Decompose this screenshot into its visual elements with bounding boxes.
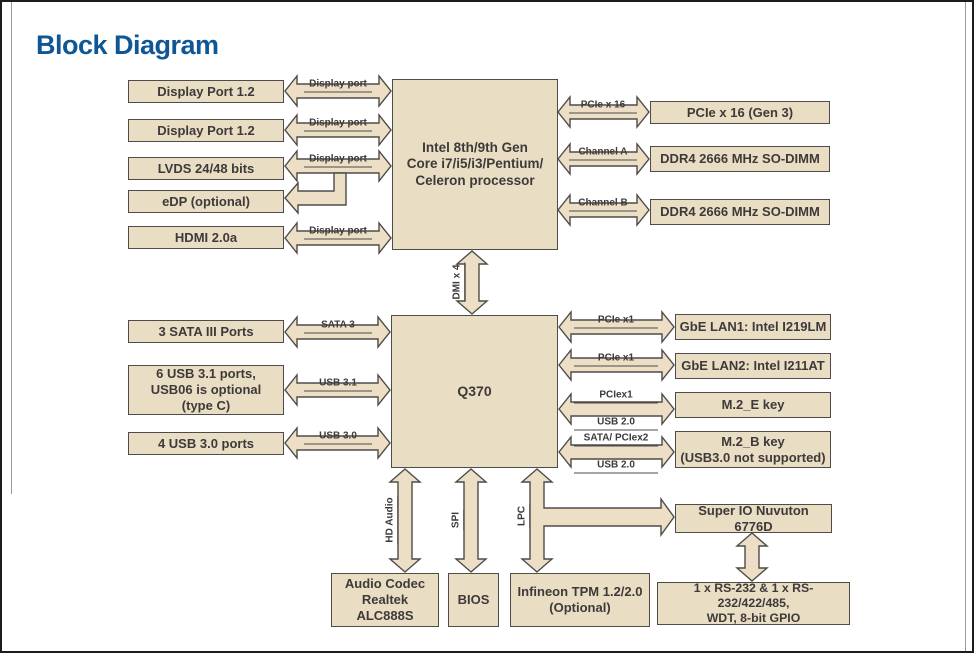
arrow-display-port-2 [284,113,392,147]
block-dimm-b: DDR4 2666 MHz SO-DIMM [650,199,830,225]
block-m2b-key: M.2_B key (USB3.0 not supported) [675,431,831,468]
bus-label-lpc: LPC [516,504,530,528]
arrow-edp-branch [284,172,347,215]
block-sata-ports: 3 SATA III Ports [128,320,284,343]
arrow-spi [454,468,488,573]
bus-label-display-port-4: Display port [304,226,372,239]
block-lvds: LVDS 24/48 bits [128,157,284,180]
block-usb31-ports: 6 USB 3.1 ports, USB06 is optional (type… [128,365,284,415]
arrow-superio-serial [735,532,769,582]
block-serial-io: 1 x RS-232 & 1 x RS-232/422/485, WDT, 8-… [657,581,850,625]
bus-label-display-port-2: Display port [304,118,372,131]
bus-label-pcie-x1-lan2: PCIe x1 [574,353,658,366]
arrow-m2b [558,435,675,469]
block-usb30-ports: 4 USB 3.0 ports [128,432,284,455]
arrow-lpc [520,468,675,573]
bus-label-dmi-x4: DMI x 4 [451,262,465,302]
block-dimm-a: DDR4 2666 MHz SO-DIMM [650,146,830,172]
bus-label-display-port-1: Display port [304,79,372,92]
block-bios: BIOS [448,573,499,627]
bus-label-usb31: USB 3.1 [304,378,372,391]
bus-label-usb30: USB 3.0 [304,431,372,444]
block-audio-codec: Audio Codec Realtek ALC888S [331,573,439,627]
block-display-port-1: Display Port 1.2 [128,80,284,103]
bus-label-hd-audio: HD Audio [384,495,398,545]
arrow-hd-audio [388,468,422,573]
arrow-pcie-x16 [557,95,650,129]
block-hdmi: HDMI 2.0a [128,226,284,249]
arrow-channel-b [557,193,650,227]
block-super-io: Super IO Nuvuton 6776D [675,503,832,534]
bus-label-spi: SPI [450,509,464,531]
block-lan1: GbE LAN1: Intel I219LM [675,314,831,340]
arrow-pcie-x1-lan2 [558,348,675,382]
bus-label-m2e-pciex1: PCIex1 [574,390,658,403]
page-border-line-left [11,2,12,494]
arrow-dmi [455,250,489,315]
arrow-display-port-hdmi [284,221,392,255]
bus-label-sata3: SATA 3 [304,320,372,333]
bus-label-m2e-usb20: USB 2.0 [574,417,658,430]
bus-label-channel-a: Channel A [569,147,637,160]
page-title: Block Diagram [36,30,219,60]
block-tpm: Infineon TPM 1.2/2.0 (Optional) [510,573,650,627]
block-edp: eDP (optional) [128,190,284,213]
bus-label-m2b-sata-pciex2: SATA/ PCIex2 [574,433,658,446]
bus-label-pcie-x16: PCIe x 16 [569,100,637,113]
block-pch: Q370 [391,315,558,468]
block-lan2: GbE LAN2: Intel I211AT [675,353,831,379]
arrow-sata3 [284,315,391,349]
arrow-display-port-lvds [284,149,392,183]
bus-label-channel-b: Channel B [569,198,637,211]
block-pcie-x16-slot: PCIe x 16 (Gen 3) [650,101,830,124]
block-cpu: Intel 8th/9th Gen Core i7/i5/i3/Pentium/… [392,79,558,250]
block-display-port-2: Display Port 1.2 [128,119,284,142]
arrow-channel-a [557,142,650,176]
arrow-m2e [558,392,675,426]
bus-label-m2b-usb20: USB 2.0 [574,460,658,473]
page-border-line-right [965,2,966,651]
arrow-pcie-x1-lan1 [558,310,675,344]
bus-label-display-port-3: Display port [304,154,372,167]
arrow-display-port-1 [284,74,392,108]
block-m2e-key: M.2_E key [675,392,831,418]
arrow-usb30 [284,426,391,460]
bus-label-pcie-x1-lan1: PCIe x1 [574,315,658,328]
arrow-usb31 [284,373,391,407]
